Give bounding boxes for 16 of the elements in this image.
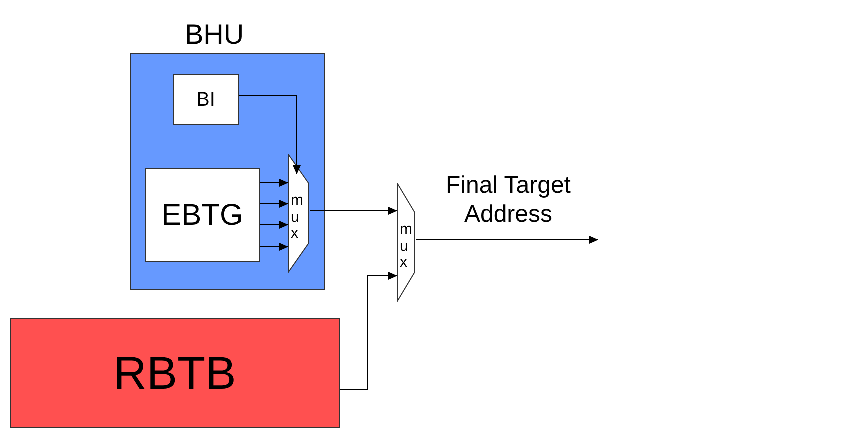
mux-label: mux: [400, 222, 414, 272]
block-box: BI: [173, 74, 239, 125]
block-box: RBTB: [10, 318, 340, 428]
block-box: EBTG: [145, 168, 260, 262]
arrow: [260, 200, 288, 208]
arrow: [260, 243, 288, 251]
arrow: [416, 236, 598, 244]
arrow: [310, 207, 398, 215]
arrow: [238, 96, 301, 174]
multiplexer-shape: [288, 154, 310, 273]
arrow: [260, 221, 288, 229]
arrow: [340, 272, 398, 390]
arrow: [260, 179, 288, 187]
module-title: BHU: [185, 18, 244, 52]
multiplexer-shape: [397, 183, 416, 302]
mux-label: mux: [291, 193, 304, 243]
